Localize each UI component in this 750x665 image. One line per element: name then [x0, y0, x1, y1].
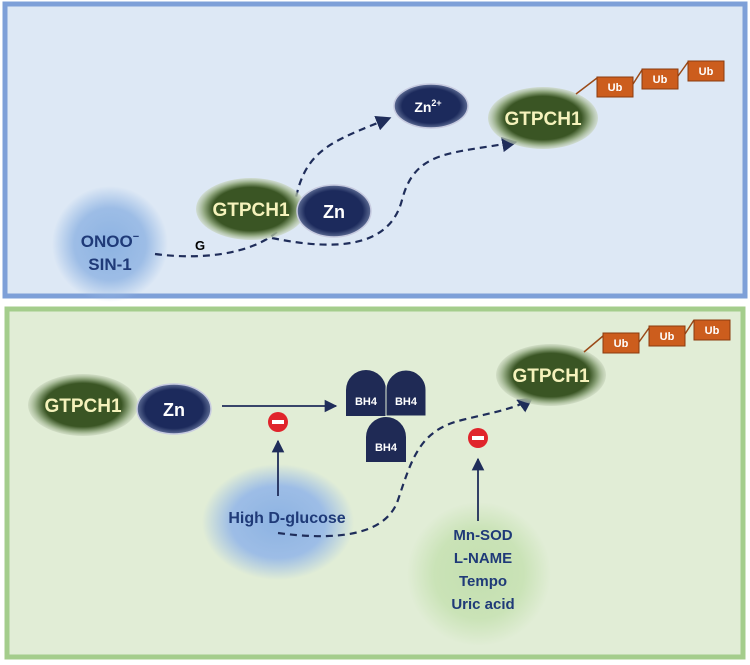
zn-bound-ellipse	[136, 383, 212, 435]
zn-bound-ellipse	[296, 184, 372, 238]
ub-label: Ub	[614, 338, 629, 350]
gtpch1-free-label: GTPCH1	[512, 366, 590, 387]
oxidant-label-sin1: SIN-1	[88, 255, 131, 274]
ub-tag	[602, 332, 640, 354]
bottom-panel: GTPCH1 Zn BH4 BH4 BH4 High D-glucose Mn-…	[4, 306, 746, 660]
ub-tag	[596, 76, 634, 98]
bh4-tile	[346, 370, 386, 416]
bh4-tile	[366, 417, 406, 462]
inhibitor-label: L-NAME	[454, 550, 512, 567]
gtpch1-complex-label: GTPCH1	[212, 200, 290, 221]
ub-label: Ub	[660, 331, 675, 343]
inhibitor-label: Uric acid	[451, 596, 514, 613]
inhibit-minus	[472, 436, 484, 440]
bh4-label: BH4	[395, 396, 418, 408]
ub-linker	[575, 61, 689, 95]
inhibitor-label: Tempo	[459, 573, 507, 590]
zn-bound-label: Zn	[163, 400, 185, 420]
zn-bound-label: Zn	[323, 202, 345, 222]
glucose-label: High D-glucose	[228, 510, 345, 527]
gtpch1-complex-label: GTPCH1	[44, 396, 122, 417]
bh4-label: BH4	[355, 396, 378, 408]
gtpch1-free-ellipse	[488, 87, 598, 149]
ub-linker	[583, 319, 695, 353]
bh4-label: BH4	[375, 442, 398, 454]
inhibit-minus	[272, 420, 284, 424]
g-label: G	[195, 238, 205, 253]
ub-label: Ub	[699, 66, 714, 78]
gtpch1-free-label: GTPCH1	[504, 109, 582, 130]
gtpch1-free-ellipse	[496, 344, 606, 406]
arrow-glucose-to-gtpch1	[277, 397, 534, 538]
bh4-cluster: BH4 BH4 BH4	[346, 369, 427, 462]
ub-label: Ub	[653, 74, 668, 86]
inhibitor-label: Mn-SOD	[453, 527, 512, 544]
bh4-tile	[385, 369, 427, 417]
top-panel: ONOO− SIN-1 G GTPCH1 Zn Zn2+ GTPCH1 Ub U…	[2, 1, 748, 302]
ub-tag	[693, 319, 731, 341]
inhibitor-glow	[407, 502, 551, 646]
gtpch1-complex-ellipse	[28, 374, 138, 436]
ubiquitin-chain-top: Ub Ub Ub	[575, 60, 725, 98]
ub-tag	[641, 68, 679, 90]
arrow-gtpch1-release	[271, 136, 518, 246]
ub-tag	[648, 325, 686, 347]
ub-label: Ub	[705, 325, 720, 337]
glucose-glow	[202, 464, 354, 580]
ubiquitin-chain-bottom: Ub Ub Ub	[583, 319, 731, 354]
oxidant-label-onoo: ONOO−	[81, 231, 139, 251]
zinc-ion-label: Zn2+	[414, 98, 441, 115]
gtpch1-complex-ellipse	[196, 178, 306, 240]
ub-tag	[687, 60, 725, 82]
ub-label: Ub	[608, 82, 623, 94]
bottom-panel-background	[4, 306, 746, 660]
oxidant-glow	[52, 186, 168, 302]
zinc-ion-ellipse	[393, 83, 469, 129]
